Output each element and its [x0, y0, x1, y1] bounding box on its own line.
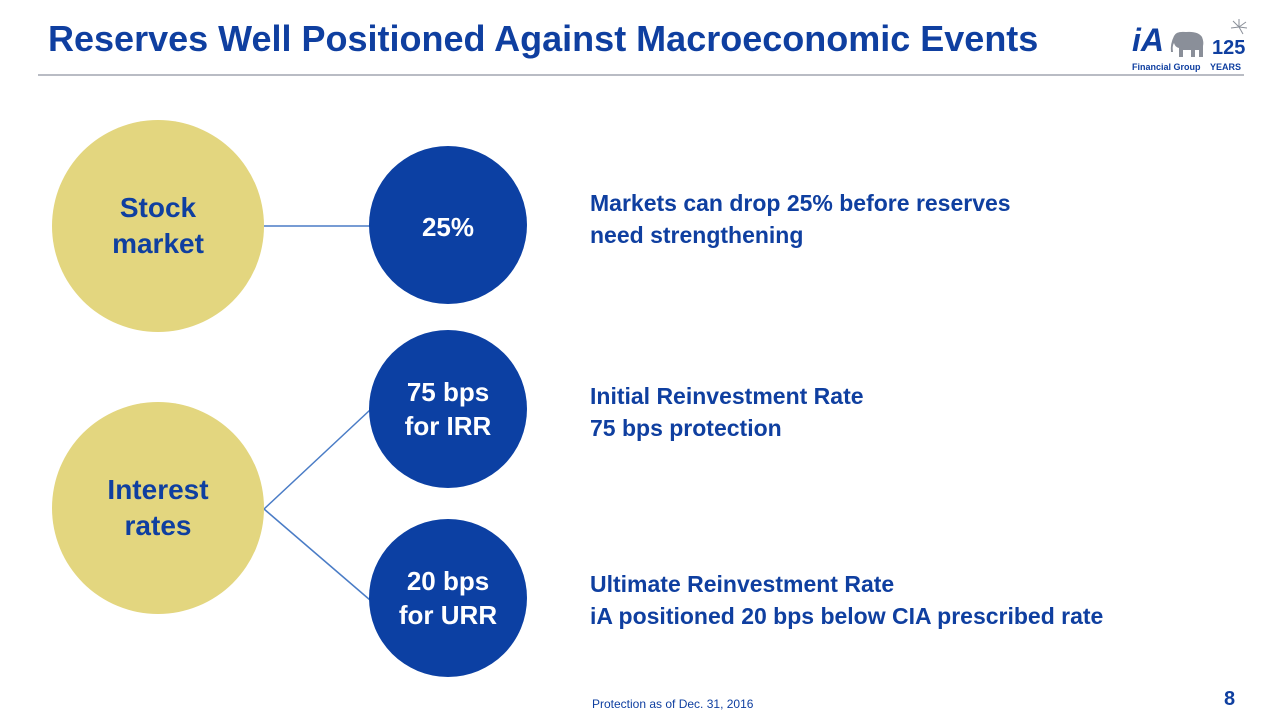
anniversary-word: YEARS — [1210, 62, 1242, 72]
irr-node: 75 bps for IRR — [369, 330, 527, 488]
stock-market-description: Markets can drop 25% before reserves nee… — [590, 187, 1011, 251]
logo-subtitle: Financial Group — [1132, 62, 1201, 72]
urr-node: 20 bps for URR — [369, 519, 527, 677]
irr-description: Initial Reinvestment Rate 75 bps protect… — [590, 380, 864, 444]
title-divider — [38, 74, 1244, 76]
irr-node-line2: for IRR — [404, 411, 492, 441]
connector-rates-to-urr — [263, 508, 371, 601]
interest-rates-label-line2: rates — [124, 510, 192, 541]
stock-drop-value: 25% — [421, 212, 475, 242]
irr-description-line2: 75 bps protection — [590, 415, 782, 441]
interest-rates-label-line1: Interest — [107, 474, 209, 505]
irr-description-line1: Initial Reinvestment Rate — [590, 383, 864, 409]
irr-node-line1: 75 bps — [406, 377, 490, 407]
company-logo: iA Financial Group 125 YEARS — [1130, 18, 1250, 74]
stock-market-circle: Stock market — [52, 120, 264, 332]
stock-market-description-line2: need strengthening — [590, 222, 804, 248]
stock-market-description-line1: Markets can drop 25% before reserves — [590, 190, 1011, 216]
elephant-icon — [1170, 31, 1204, 57]
urr-description-line2: iA positioned 20 bps below CIA prescribe… — [590, 603, 1104, 629]
page-title: Reserves Well Positioned Against Macroec… — [48, 18, 1039, 59]
urr-node-line1: 20 bps — [406, 566, 490, 596]
stock-drop-node: 25% — [369, 146, 527, 304]
urr-description: Ultimate Reinvestment Rate iA positioned… — [590, 568, 1103, 632]
page-number: 8 — [1224, 688, 1236, 710]
stock-market-label-line2: market — [112, 228, 204, 259]
firework-icon — [1230, 19, 1248, 35]
connector-rates-to-irr — [263, 409, 371, 510]
urr-node-line2: for URR — [398, 600, 498, 630]
anniversary-number: 125 — [1212, 37, 1246, 59]
logo-mark: iA — [1132, 22, 1164, 58]
urr-description-line1: Ultimate Reinvestment Rate — [590, 571, 895, 597]
stock-market-label-line1: Stock — [119, 192, 197, 223]
footnote: Protection as of Dec. 31, 2016 — [592, 697, 754, 711]
interest-rates-circle: Interest rates — [52, 402, 264, 614]
